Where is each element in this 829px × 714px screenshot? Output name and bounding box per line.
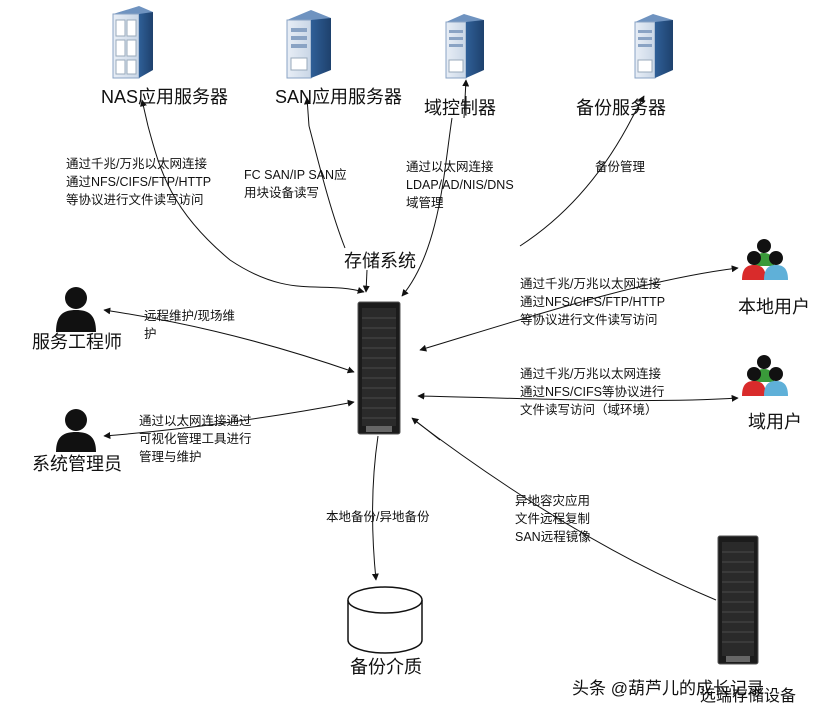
local-users-icon [742, 239, 788, 280]
edge-remote [413, 419, 717, 601]
edge-label-dc: 通过以太网连接 LDAP/AD/NIS/DNS 域管理 [406, 160, 514, 210]
storage-system-label: 存储系统 [344, 251, 416, 271]
watermark: 头条 @葫芦儿的成长记录 [572, 679, 764, 698]
edge-san [308, 125, 346, 249]
edge-label-remote: 异地容灾应用 文件远程复制 SAN远程镜像 [515, 494, 591, 544]
edge-label-local-users: 通过千兆/万兆以太网连接 通过NFS/CIFS/FTP/HTTP 等协议进行文件… [520, 277, 666, 327]
edge-label-san: FC SAN/IP SAN应 用块设备读写 [244, 168, 347, 200]
edge-nas [147, 125, 365, 294]
sys-admin-label: 系统管理员 [32, 454, 122, 474]
edge-local-users [419, 265, 739, 352]
edge-san-top [303, 97, 311, 127]
edge-dc-top [462, 79, 470, 119]
domain-users-icon [742, 355, 788, 396]
nas-server-icon [112, 6, 153, 79]
backup-server-label: 备份服务器 [576, 98, 666, 118]
remote-storage-label: 远端存储设备 [700, 688, 797, 705]
edge-backup-media [371, 435, 379, 581]
edge-storage-label [362, 269, 370, 293]
san-server-label: SAN应用服务器 [275, 87, 403, 107]
edge-nas-top [140, 99, 149, 127]
edge-label-backup: 备份管理 [595, 160, 646, 174]
edge-label-engineer: 远程维护/现场维 护 [144, 309, 235, 341]
domain-users-label: 域用户 [748, 412, 802, 432]
domain-controller-icon [445, 14, 484, 79]
service-engineer-icon [56, 287, 96, 332]
local-users-label: 本地用户 [738, 297, 810, 317]
sys-admin-icon [56, 409, 96, 452]
edge-admin [103, 399, 355, 439]
edge-domain-users [417, 392, 739, 402]
edge-backup-top [631, 95, 645, 119]
storage-rack-icon [357, 301, 401, 435]
backup-server-icon [634, 14, 673, 79]
edge-engineer [103, 307, 355, 374]
nas-server-label: NAS应用服务器 [101, 87, 229, 107]
edge-dc [402, 96, 467, 296]
edge-label-local-backup: 本地备份/异地备份 [326, 510, 430, 524]
edge-label-nas: 通过千兆/万兆以太网连接 通过NFS/CIFS/FTP/HTTP 等协议进行文件… [66, 157, 212, 207]
remote-storage-rack-icon [717, 535, 759, 665]
backup-media-label: 备份介质 [350, 657, 422, 677]
domain-controller-label: 域控制器 [424, 98, 496, 118]
edge-remote-arrow [411, 417, 441, 441]
edge-label-domain-users: 通过千兆/万兆以太网连接 通过NFS/CIFS等协议进行 文件读写访问（域环境） [520, 367, 665, 417]
backup-media-icon [347, 586, 423, 654]
edge-backup [519, 117, 633, 247]
san-server-icon [286, 10, 331, 79]
service-engineer-label: 服务工程师 [32, 332, 122, 352]
edge-label-admin: 通过以太网连接通过 可视化管理工具进行 管理与维护 [139, 414, 252, 464]
